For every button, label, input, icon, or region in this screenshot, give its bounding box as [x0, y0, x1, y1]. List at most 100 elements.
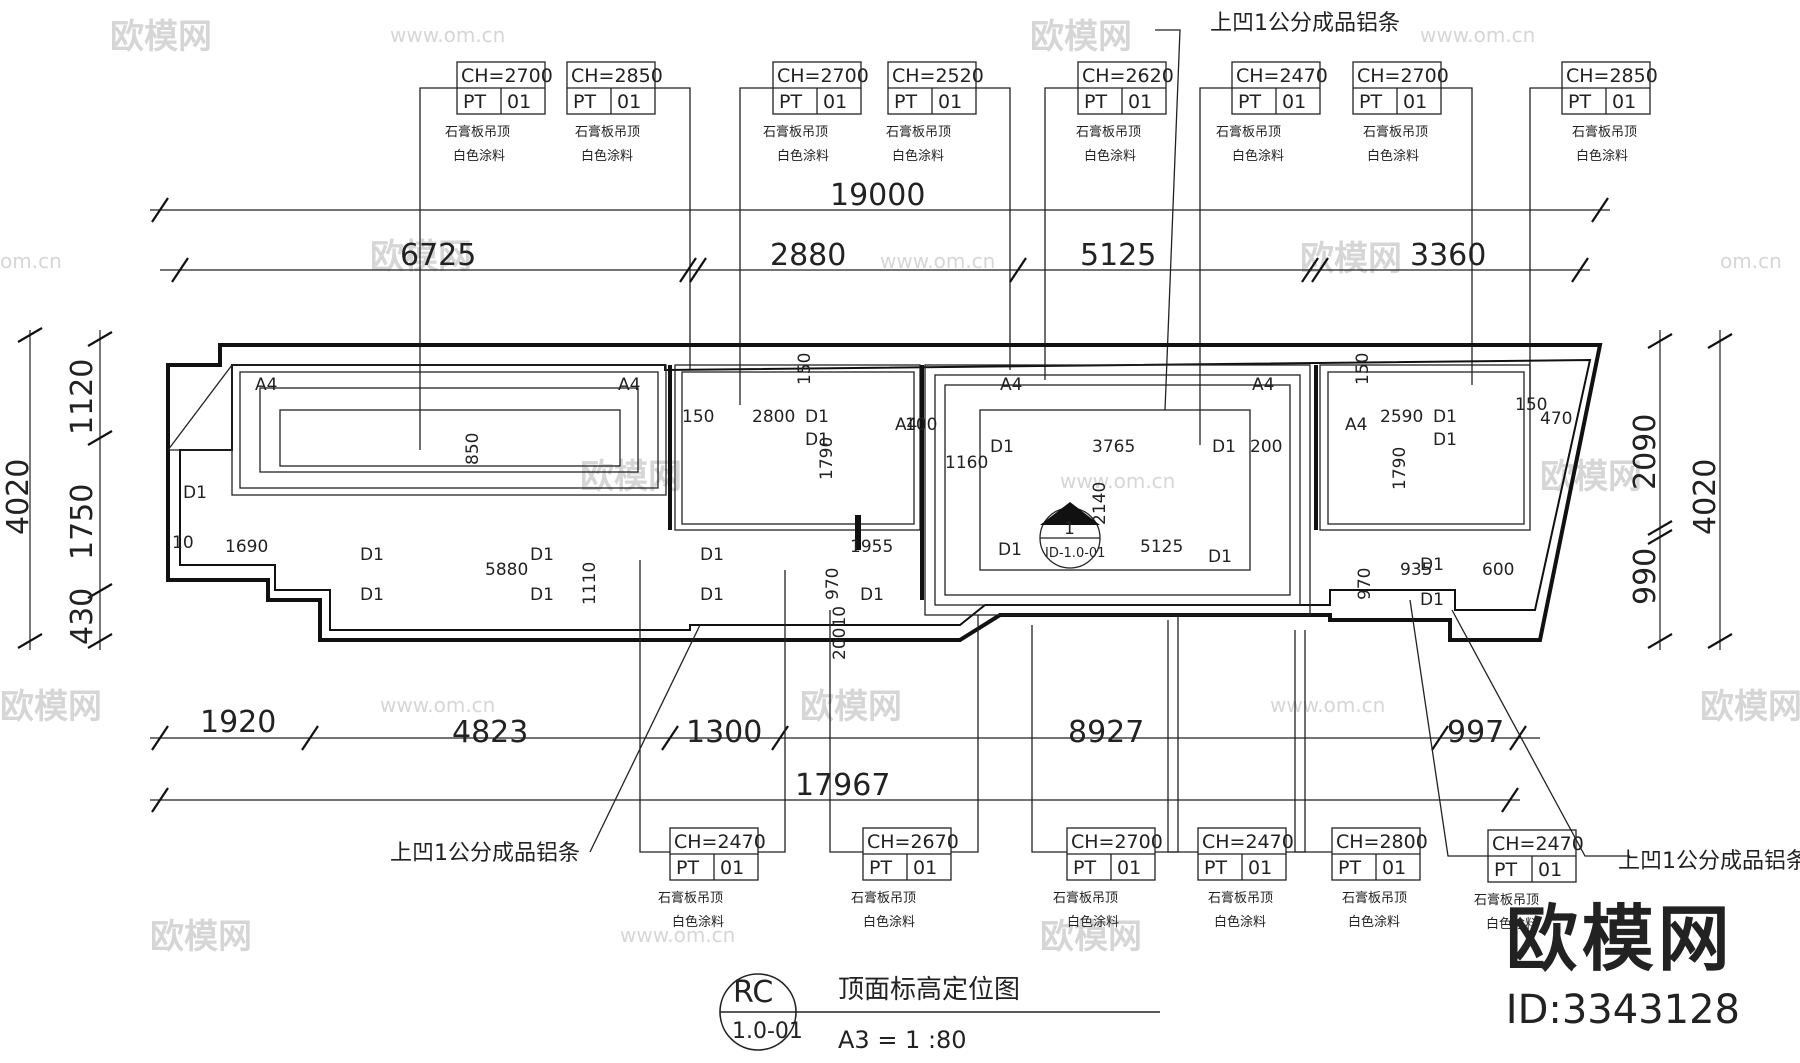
dim-left: 1120 [65, 359, 100, 435]
paint-type: PT [1073, 857, 1096, 879]
paint-type: PT [779, 91, 802, 113]
dimensions-right: 4020 2090 990 [1628, 330, 1733, 650]
paint-code: 01 [1403, 91, 1427, 113]
misc-dim: 10 [172, 533, 194, 553]
ceiling-tag: CH=2700 PT 01 石膏板吊顶 白色涂料 [1053, 827, 1163, 930]
dim-left: 1750 [65, 484, 100, 560]
brand-id: ID:3343128 [1505, 987, 1740, 1033]
ceiling-light: D1 [1433, 407, 1457, 427]
ceiling-light: D1 [860, 585, 884, 605]
material-note: 石膏板吊顶 [1363, 124, 1428, 140]
ceiling-tag: CH=2470 PT 01 石膏板吊顶 白色涂料 [658, 827, 766, 930]
ceiling-tag: CH=2670 PT 01 石膏板吊顶 白色涂料 [851, 827, 959, 930]
ceiling-tag: CH=2470 PT 01 石膏板吊顶 白色涂料 [1474, 829, 1584, 932]
material-note: 石膏板吊顶 [886, 124, 951, 140]
fixture-tag: A4 [1345, 415, 1367, 435]
ceiling-light: D1 [360, 545, 384, 565]
ceiling-tag: CH=2700 PT 01 石膏板吊顶 白色涂料 [445, 61, 553, 164]
title-code: RC [733, 975, 773, 1010]
paint-code: 01 [1128, 91, 1152, 113]
dim-bottom: 1920 [200, 705, 276, 740]
plan-annotations: 2800 D1 D1 2590 D1 D1 3765 5125 D1 D1 D1… [172, 353, 1572, 660]
finish-note: 白色涂料 [777, 148, 829, 164]
finish-note: 白色涂料 [1214, 914, 1266, 930]
room-dim: 5125 [1140, 537, 1183, 557]
finish-note: 白色涂料 [672, 914, 724, 930]
fixture-tag: A4 [1000, 375, 1022, 395]
paint-type: PT [463, 91, 486, 113]
paint-type: PT [1359, 91, 1382, 113]
vert-dim: 1790 [817, 437, 837, 480]
watermark-url: www.om.cn [880, 249, 995, 273]
corr-dim: 1955 [850, 537, 893, 557]
paint-code: 01 [823, 91, 847, 113]
vert-dim: 850 [463, 433, 483, 465]
material-note: 石膏板吊顶 [658, 890, 723, 906]
ceiling-light: D1 [530, 545, 554, 565]
watermark-url: www.om.cn [1270, 693, 1385, 717]
ceiling-height: CH=2800 [1336, 831, 1428, 853]
brand-block: 欧模网 ID:3343128 [1506, 880, 1740, 1033]
dim-total-top: 19000 [830, 178, 925, 213]
watermark-url: www.om.cn [390, 23, 505, 47]
watermark-url: om.cn [1720, 249, 1782, 273]
ceiling-light: D1 [360, 585, 384, 605]
ceiling-light: D1 [1212, 437, 1236, 457]
ceiling-light: D1 [1420, 590, 1444, 610]
dim-right: 2090 [1628, 414, 1663, 490]
finish-note: 白色涂料 [863, 914, 915, 930]
vert-dim: 970 [1355, 568, 1375, 600]
ceiling-height: CH=2520 [892, 65, 984, 87]
ceiling-height: CH=2700 [461, 65, 553, 87]
title-scale: A3 = 1 :80 [838, 1026, 967, 1054]
watermark-url: om.cn [0, 249, 62, 273]
paint-type: PT [869, 857, 892, 879]
watermark-brand: 欧模网 [150, 917, 252, 957]
title-text: 顶面标高定位图 [838, 975, 1020, 1005]
ceiling-light: D1 [1208, 547, 1232, 567]
watermark-brand: 欧模网 [110, 17, 212, 57]
material-note: 石膏板吊顶 [1216, 124, 1281, 140]
material-note: 石膏板吊顶 [445, 124, 510, 140]
misc-dim: 200 [1250, 437, 1282, 457]
paint-type: PT [894, 91, 917, 113]
ceiling-tags-bottom: CH=2470 PT 01 石膏板吊顶 白色涂料 CH=2670 PT 01 石… [658, 827, 1584, 932]
finish-note: 白色涂料 [1067, 914, 1119, 930]
dim-right: 990 [1628, 548, 1663, 605]
material-note: 石膏板吊顶 [1342, 890, 1407, 906]
ceiling-light: D1 [990, 437, 1014, 457]
aluminum-strip-note: 上凹1公分成品铝条 [1618, 849, 1800, 874]
vert-dim: 1110 [580, 562, 600, 605]
ceiling-height: CH=2470 [1202, 831, 1294, 853]
paint-type: PT [1084, 91, 1107, 113]
watermark-url: www.om.cn [620, 923, 735, 947]
tag-leaders-bottom: 上凹1公分成品铝条 上凹1公分成品铝条 [390, 560, 1800, 874]
fixture-tag: A4 [1252, 375, 1274, 395]
misc-dim: 100 [905, 415, 937, 435]
material-note: 石膏板吊顶 [1053, 890, 1118, 906]
paint-type: PT [1568, 91, 1591, 113]
dim-bottom: 1300 [686, 715, 762, 750]
corr-dim: 600 [1482, 560, 1514, 580]
ceiling-height: CH=2850 [1566, 65, 1658, 87]
paint-code: 01 [1612, 91, 1636, 113]
finish-note: 白色涂料 [1084, 148, 1136, 164]
paint-type: PT [1238, 91, 1261, 113]
ceiling-tag: CH=2850 PT 01 石膏板吊顶 白色涂料 [566, 61, 663, 164]
finish-note: 白色涂料 [453, 148, 505, 164]
ceiling-tag: CH=2470 PT 01 石膏板吊顶 白色涂料 [1197, 827, 1294, 930]
paint-code: 01 [720, 857, 744, 879]
watermark-brand: 欧模网 [800, 687, 902, 727]
ceiling-tag: CH=2520 PT 01 石膏板吊顶 白色涂料 [886, 61, 984, 164]
paint-type: PT [1338, 857, 1361, 879]
paint-type: PT [573, 91, 596, 113]
finish-note: 白色涂料 [1232, 148, 1284, 164]
material-note: 石膏板吊顶 [1572, 124, 1637, 140]
ceiling-light: D1 [805, 407, 829, 427]
aluminum-strip-note: 上凹1公分成品铝条 [1210, 11, 1400, 36]
paint-code: 01 [1248, 857, 1272, 879]
ceiling-light: D1 [700, 585, 724, 605]
paint-code: 01 [1117, 857, 1141, 879]
dimensions-left: 4020 1120 1750 430 [1, 327, 113, 650]
ceiling-tag: CH=2700 PT 01 石膏板吊顶 白色涂料 [763, 61, 869, 164]
